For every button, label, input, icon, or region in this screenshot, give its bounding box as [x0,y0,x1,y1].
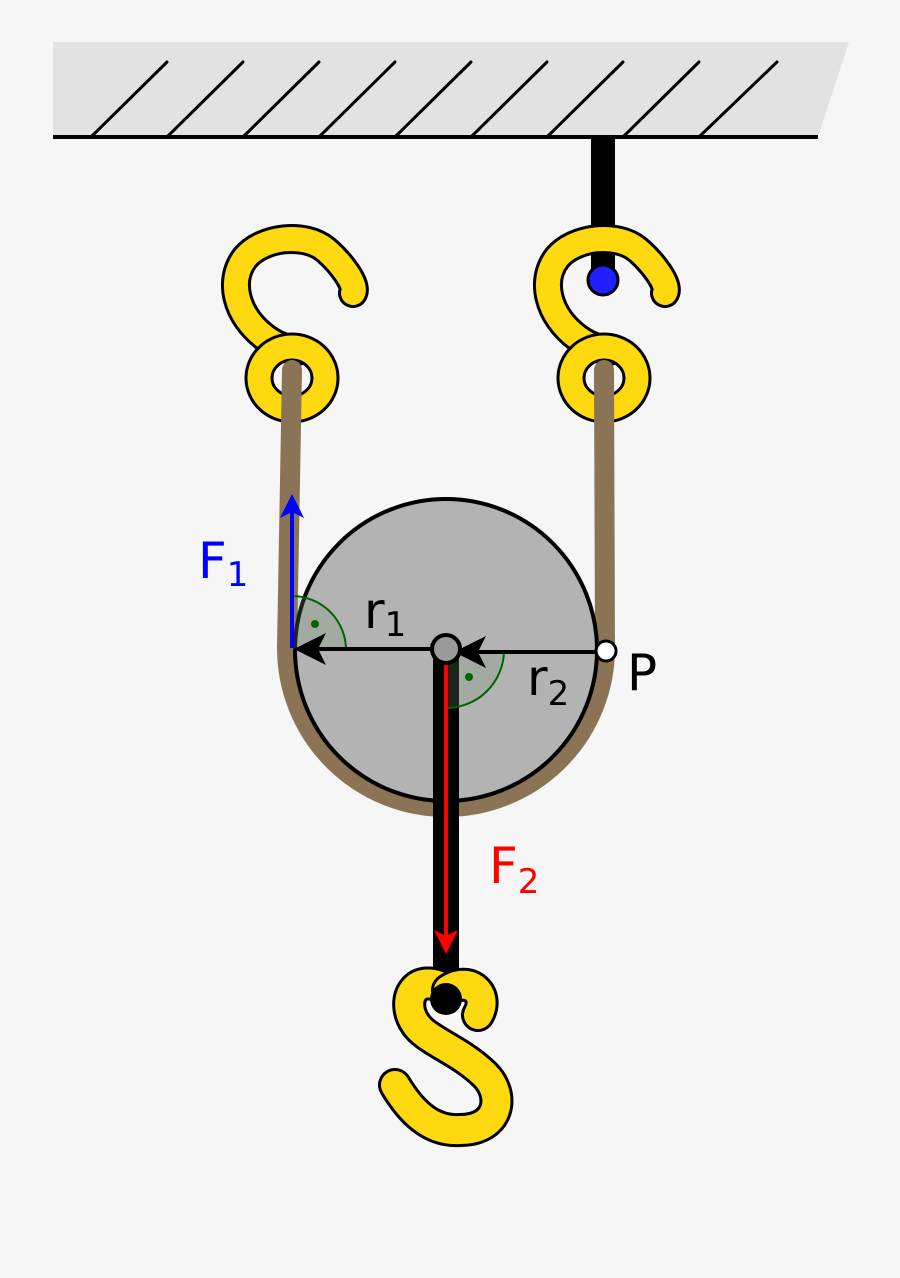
label-r1-sub: 1 [385,605,407,645]
label-p: P [627,644,657,702]
pulley-axle [430,633,462,665]
ceiling-hatch-icon [90,60,779,138]
label-r2: r2 [527,649,569,714]
s-hook-icon-right [533,224,681,424]
label-r1: r1 [364,582,406,645]
load-hook-icon [378,966,514,1148]
anchor-point [586,263,620,297]
label-f2: F2 [489,837,539,902]
label-f2-sub: 2 [518,862,540,902]
ceiling [53,42,849,139]
ceiling-block [53,42,849,137]
label-f1: F1 [198,532,248,595]
label-f1-sub: 1 [227,555,249,595]
point-p [594,639,618,663]
label-r2-sub: 2 [548,674,570,714]
ceiling-rod [591,137,615,280]
